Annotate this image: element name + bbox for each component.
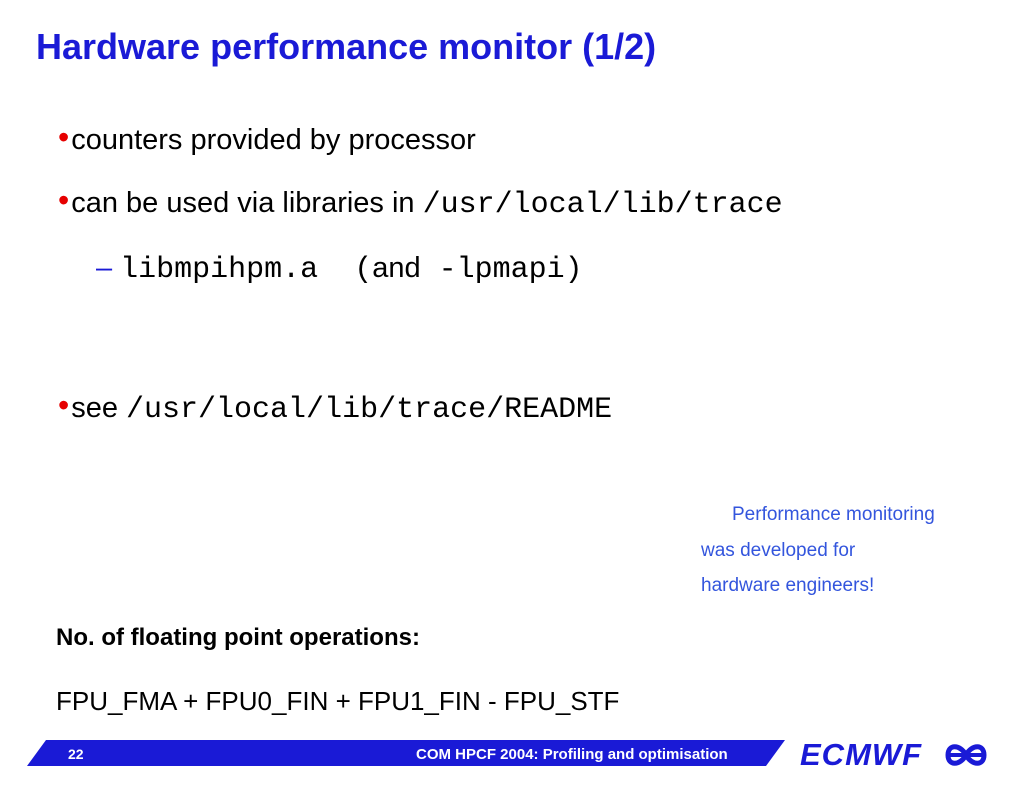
link-flag: -lpmapi	[438, 253, 565, 287]
bullet-libraries: •can be used via libraries in /usr/local…	[58, 182, 783, 222]
bullet-dot-icon: •	[58, 182, 70, 218]
note-line-2: was developed for	[701, 540, 856, 561]
ecmwf-logo: ECMWF	[800, 737, 923, 772]
bullet-see-readme: •see /usr/local/lib/trace/README	[58, 387, 613, 427]
bullet-text: counters provided by processor	[71, 124, 476, 156]
bullet-dot-icon: •	[58, 387, 70, 423]
library-name: libmpihpm.a	[120, 253, 319, 287]
bullet-text: can be used via libraries in	[71, 187, 423, 219]
paren-close: )	[564, 253, 583, 287]
bullet-counters: •counters provided by processor	[58, 119, 476, 157]
flops-formula: FPU_FMA + FPU0_FIN + FPU1_FIN - FPU_STF	[56, 686, 620, 716]
slide-title: Hardware performance monitor (1/2)	[36, 26, 657, 67]
ecmwf-logo-icon	[945, 744, 987, 766]
library-path: /usr/local/lib/trace	[422, 188, 783, 222]
note-line-3: hardware engineers!	[701, 575, 875, 596]
bullet-dot-icon: •	[58, 119, 70, 155]
bullet-text: see	[71, 392, 127, 424]
sub-bullet-libmpihpm: –libmpihpm.a (and -lpmapi)	[96, 252, 583, 287]
and-text: and	[372, 252, 421, 284]
footer-bar	[27, 740, 785, 766]
dash-icon: –	[96, 252, 113, 284]
footer-text: COM HPCF 2004: Profiling and optimisatio…	[416, 746, 728, 763]
paren-open: (	[354, 253, 373, 287]
readme-path: /usr/local/lib/trace/README	[126, 393, 613, 427]
note-line-1: Performance monitoring	[732, 504, 935, 525]
page-number: 22	[68, 746, 84, 762]
flops-heading: No. of floating point operations:	[56, 624, 420, 651]
